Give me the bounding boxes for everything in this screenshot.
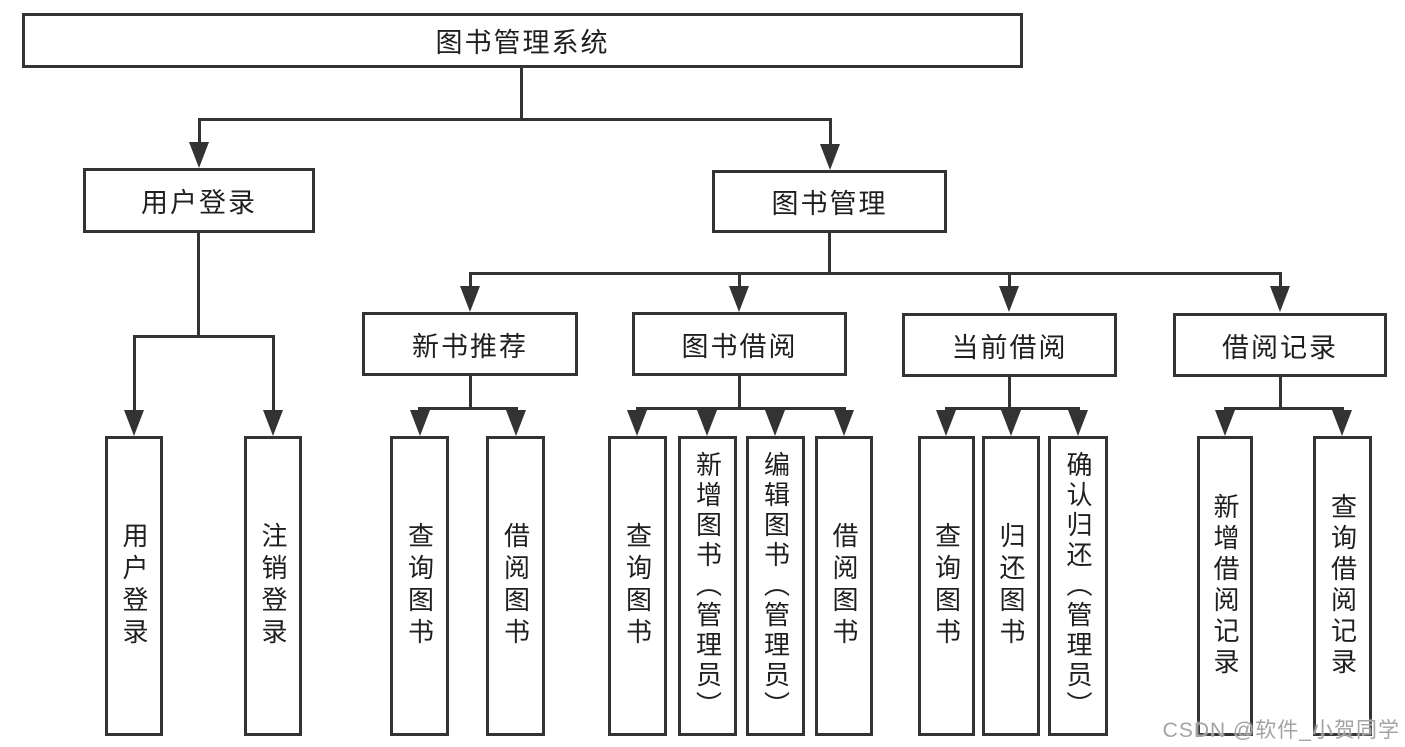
node-leaf-borrow-book-borrowing: 借阅图书 [815, 436, 873, 736]
node-book-borrowing: 图书借阅 [632, 312, 847, 376]
arrowhead-borrow-book-2 [834, 410, 854, 436]
node-label: 注销登录 [258, 522, 288, 650]
arrowhead-confirm-return [1068, 410, 1088, 436]
node-label: 图书管理 [771, 189, 888, 219]
connector-borrow-records-rail [1224, 407, 1344, 410]
connector-current-borrow-rail [945, 407, 1080, 410]
arrowhead-edit-book [765, 410, 785, 436]
node-label: 归还图书 [996, 522, 1026, 650]
node-label: 借阅图书 [500, 522, 531, 650]
node-leaf-query-book-recommend: 查询图书 [390, 436, 449, 736]
node-leaf-logout: 注销登录 [244, 436, 302, 736]
node-label: 新书推荐 [412, 331, 528, 362]
arrowhead-return-book [1001, 410, 1021, 436]
node-new-book-recommend: 新书推荐 [362, 312, 578, 376]
connector-book-borrow-stem [738, 376, 741, 410]
node-label: 查询图书 [931, 522, 962, 650]
connector-root-stem [520, 68, 523, 120]
node-label: 借阅图书 [829, 522, 859, 650]
connector-drop-book-borrow [738, 272, 741, 290]
arrowhead-query-book-3 [936, 410, 956, 436]
node-leaf-add-borrow-record: 新增借阅记录 [1197, 436, 1253, 736]
connector-drop-borrow-records [1279, 272, 1282, 290]
arrowhead-borrow-book-1 [506, 410, 526, 436]
node-label: 查询借阅记录 [1327, 493, 1358, 679]
arrowhead-query-book-1 [410, 410, 430, 436]
node-leaf-query-book-current: 查询图书 [918, 436, 975, 736]
node-current-borrowing: 当前借阅 [902, 313, 1117, 377]
node-borrowing-records: 借阅记录 [1173, 313, 1387, 377]
node-label: 借阅记录 [1222, 332, 1338, 363]
node-label: 新增借阅记录 [1210, 493, 1240, 679]
node-user-login: 用户登录 [83, 168, 315, 233]
node-leaf-query-borrow-record: 查询借阅记录 [1313, 436, 1372, 736]
connector-drop-book-mgmt [829, 118, 832, 148]
connector-book-borrow-rail [636, 407, 846, 410]
node-label: 查询图书 [622, 522, 653, 650]
connector-root-rail [198, 118, 832, 121]
arrowhead-book-borrow [729, 286, 749, 312]
arrowhead-query-book-2 [627, 410, 647, 436]
node-leaf-query-book-borrowing: 查询图书 [608, 436, 667, 736]
node-book-management: 图书管理 [712, 170, 947, 233]
node-label: 新增图书（管理员） [692, 451, 723, 721]
node-label: 编辑图书（管理员） [760, 451, 791, 721]
arrowhead-current-borrow [999, 286, 1019, 312]
connector-drop-leaf-logout [272, 335, 275, 413]
arrowhead-query-record [1332, 410, 1352, 436]
connector-drop-current-borrow [1008, 272, 1011, 290]
node-label: 当前借阅 [951, 332, 1068, 363]
node-leaf-user-login: 用户登录 [105, 436, 163, 736]
connector-drop-leaf-login [133, 335, 136, 413]
node-leaf-borrow-book-recommend: 借阅图书 [486, 436, 545, 736]
node-label: 图书借阅 [681, 331, 798, 362]
connector-current-borrow-stem [1008, 377, 1011, 410]
node-leaf-add-book-admin: 新增图书（管理员） [678, 436, 737, 736]
node-leaf-edit-book-admin: 编辑图书（管理员） [746, 436, 805, 736]
arrowhead-add-record [1215, 410, 1235, 436]
node-leaf-confirm-return-admin: 确认归还（管理员） [1048, 436, 1108, 736]
connector-book-mgmt-rail [469, 272, 1282, 275]
connector-book-mgmt-stem [828, 233, 831, 274]
arrowhead-leaf-login [124, 410, 144, 436]
watermark: CSDN @软件_小贺同学 [1162, 719, 1400, 742]
node-leaf-return-book: 归还图书 [982, 436, 1040, 736]
arrowhead-user-login [189, 142, 209, 168]
node-label: 图书管理系统 [435, 28, 610, 58]
arrowhead-borrow-records [1270, 286, 1290, 312]
arrowhead-book-mgmt [820, 144, 840, 170]
arrowhead-add-book [697, 410, 717, 436]
connector-drop-new-book [469, 272, 472, 290]
node-label: 确认归还（管理员） [1063, 451, 1093, 721]
arrowhead-new-book [460, 286, 480, 312]
arrowhead-leaf-logout [263, 410, 283, 436]
connector-user-login-rail [133, 335, 275, 338]
node-label: 查询图书 [404, 522, 435, 650]
node-root-library-system: 图书管理系统 [22, 13, 1023, 68]
connector-user-login-stem [197, 233, 200, 337]
node-label: 用户登录 [119, 522, 149, 650]
connector-drop-user-login [198, 118, 201, 146]
node-label: 用户登录 [141, 188, 257, 218]
connector-borrow-records-stem [1279, 377, 1282, 410]
connector-new-book-stem [469, 376, 472, 410]
connector-new-book-rail [418, 407, 518, 410]
